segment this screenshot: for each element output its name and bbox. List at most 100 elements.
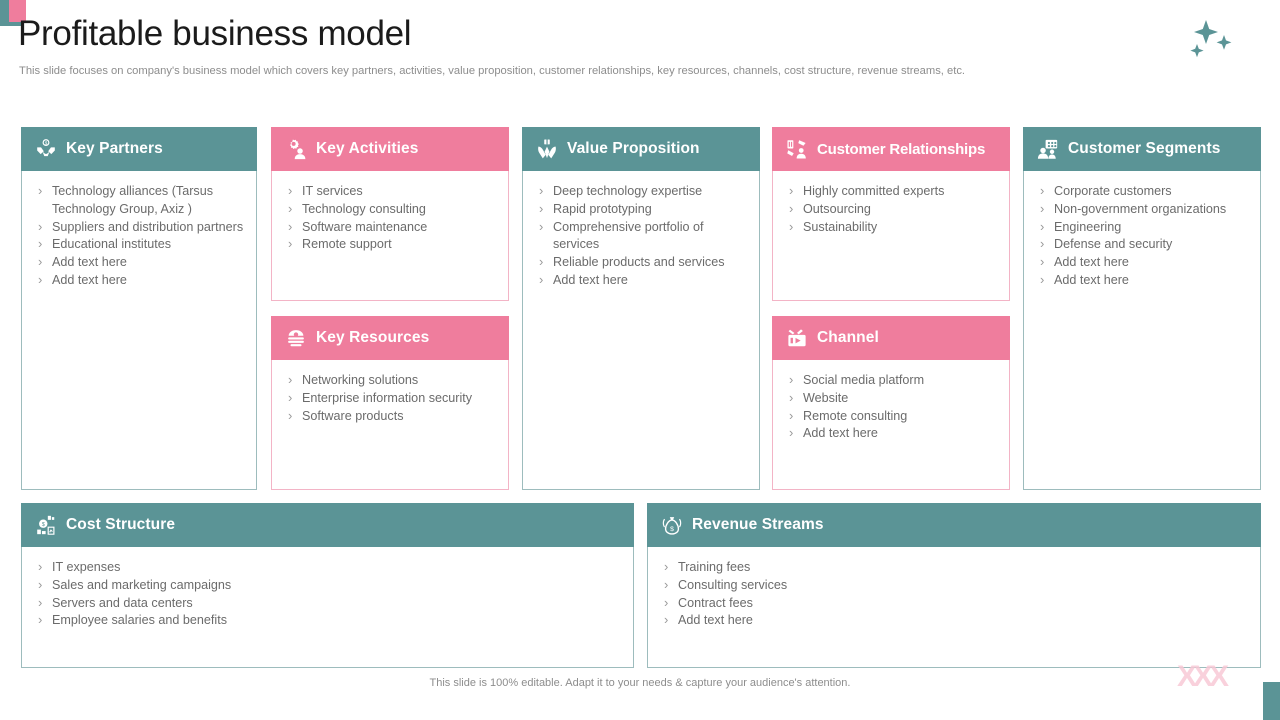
list-item: Networking solutions	[282, 371, 498, 390]
hands-gift-icon	[538, 139, 556, 159]
bullet-list: Highly committed experts Outsourcing Sus…	[783, 182, 999, 237]
list-item: Educational institutes	[32, 235, 246, 254]
card-value-proposition[interactable]: Value Proposition Deep technology expert…	[522, 127, 760, 490]
card-key-activities[interactable]: Key Activities IT services Technology co…	[271, 127, 509, 301]
list-item: Enterprise information security	[282, 389, 498, 408]
card-header: Key Activities	[271, 127, 509, 171]
people-group-icon	[1037, 139, 1058, 159]
card-title: Value Proposition	[567, 140, 700, 157]
card-body: Training fees Consulting services Contra…	[647, 547, 1261, 668]
list-item: Comprehensive portfolio of services	[533, 218, 749, 255]
page-title: Profitable business model	[18, 14, 412, 53]
list-item: Highly committed experts	[783, 182, 999, 201]
bullet-list: Corporate customers Non-government organ…	[1034, 182, 1250, 290]
corner-decoration-pink	[9, 0, 26, 22]
list-item: Technology consulting	[282, 200, 498, 219]
card-header: $ Cost Structure	[21, 503, 634, 547]
bullet-list: Social media platform Website Remote con…	[783, 371, 999, 443]
list-item: Add text here	[783, 424, 999, 443]
card-customer-segments[interactable]: Customer Segments Corporate customers No…	[1023, 127, 1261, 490]
list-item: IT expenses	[32, 558, 623, 577]
list-item: Training fees	[658, 558, 1250, 577]
list-item: Website	[783, 389, 999, 408]
list-item: Sustainability	[783, 218, 999, 237]
svg-text:$: $	[45, 140, 48, 145]
list-item: Rapid prototyping	[533, 200, 749, 219]
list-item: Remote support	[282, 235, 498, 254]
xxx-watermark: XXX	[1176, 660, 1229, 693]
card-body: IT expenses Sales and marketing campaign…	[21, 547, 634, 668]
bullet-list: IT services Technology consulting Softwa…	[282, 182, 498, 254]
sparkle-decoration-icon	[1190, 20, 1232, 58]
list-item: Software products	[282, 407, 498, 426]
person-handshake-icon	[787, 140, 806, 159]
list-item: Add text here	[1034, 271, 1250, 290]
card-title: Cost Structure	[66, 516, 176, 533]
card-body: Technology alliances (Tarsus Technology …	[21, 171, 257, 490]
bullet-list: Networking solutions Enterprise informat…	[282, 371, 498, 426]
page-subtitle: This slide focuses on company's business…	[19, 65, 966, 77]
card-revenue-streams[interactable]: $ Revenue Streams Training fees Consulti…	[647, 503, 1261, 668]
list-item: Outsourcing	[783, 200, 999, 219]
coin-chart-icon: $	[37, 515, 55, 535]
card-title: Revenue Streams	[692, 516, 824, 533]
card-header: Customer Segments	[1023, 127, 1261, 171]
list-item: Add text here	[32, 253, 246, 272]
list-item: Add text here	[32, 271, 246, 290]
card-header: $ Key Partners	[21, 127, 257, 171]
svg-text:$: $	[42, 522, 45, 528]
card-title: Channel	[817, 329, 879, 346]
list-item: Social media platform	[783, 371, 999, 390]
money-bag-icon: $	[662, 517, 682, 535]
list-item: Suppliers and distribution partners	[32, 218, 246, 237]
corner-decoration-bottom-right	[1263, 682, 1280, 720]
handshake-coin-icon: $	[37, 139, 55, 157]
card-header: $ Revenue Streams	[647, 503, 1261, 547]
list-item: Reliable products and services	[533, 253, 749, 272]
card-title: Customer Relationships	[817, 140, 986, 158]
slide-footer-note: This slide is 100% editable. Adapt it to…	[429, 677, 851, 689]
list-item: Consulting services	[658, 576, 1250, 595]
card-body: Corporate customers Non-government organ…	[1023, 171, 1261, 490]
list-item: Add text here	[533, 271, 749, 290]
media-play-icon	[788, 329, 806, 347]
list-item: Servers and data centers	[32, 594, 623, 613]
bullet-list: Deep technology expertise Rapid prototyp…	[533, 182, 749, 290]
bullet-list: IT expenses Sales and marketing campaign…	[32, 558, 623, 630]
card-header: Value Proposition	[522, 127, 760, 171]
gear-person-icon	[289, 139, 306, 160]
card-cost-structure[interactable]: $ Cost Structure IT expenses Sales and m…	[21, 503, 634, 668]
card-key-partners[interactable]: $ Key Partners Technology alliances (Tar…	[21, 127, 257, 490]
list-item: Deep technology expertise	[533, 182, 749, 201]
list-item: IT services	[282, 182, 498, 201]
card-body: Social media platform Website Remote con…	[772, 360, 1010, 490]
card-title: Key Resources	[316, 329, 430, 346]
list-item: Remote consulting	[783, 407, 999, 426]
list-item: Contract fees	[658, 594, 1250, 613]
bullet-list: Technology alliances (Tarsus Technology …	[32, 182, 246, 290]
list-item: Employee salaries and benefits	[32, 611, 623, 630]
list-item: Non-government organizations	[1034, 200, 1250, 219]
card-header: Customer Relationships	[772, 127, 1010, 171]
list-item: Add text here	[1034, 253, 1250, 272]
list-item: Engineering	[1034, 218, 1250, 237]
card-channel[interactable]: Channel Social media platform Website Re…	[772, 316, 1010, 490]
list-item: Software maintenance	[282, 218, 498, 237]
list-item: Defense and security	[1034, 235, 1250, 254]
card-body: Networking solutions Enterprise informat…	[271, 360, 509, 490]
list-item: Sales and marketing campaigns	[32, 576, 623, 595]
list-item: Technology alliances (Tarsus Technology …	[32, 182, 246, 219]
card-customer-relationships[interactable]: Customer Relationships Highly committed …	[772, 127, 1010, 301]
card-title: Key Activities	[316, 140, 419, 157]
card-title: Key Partners	[66, 140, 163, 157]
bullet-list: Training fees Consulting services Contra…	[658, 558, 1250, 630]
svg-text:$: $	[670, 526, 674, 533]
card-body: IT services Technology consulting Softwa…	[271, 171, 509, 301]
resource-stack-icon	[288, 330, 304, 347]
card-header: Key Resources	[271, 316, 509, 360]
list-item: Corporate customers	[1034, 182, 1250, 201]
card-title: Customer Segments	[1068, 140, 1221, 157]
card-key-resources[interactable]: Key Resources Networking solutions Enter…	[271, 316, 509, 490]
card-body: Highly committed experts Outsourcing Sus…	[772, 171, 1010, 301]
